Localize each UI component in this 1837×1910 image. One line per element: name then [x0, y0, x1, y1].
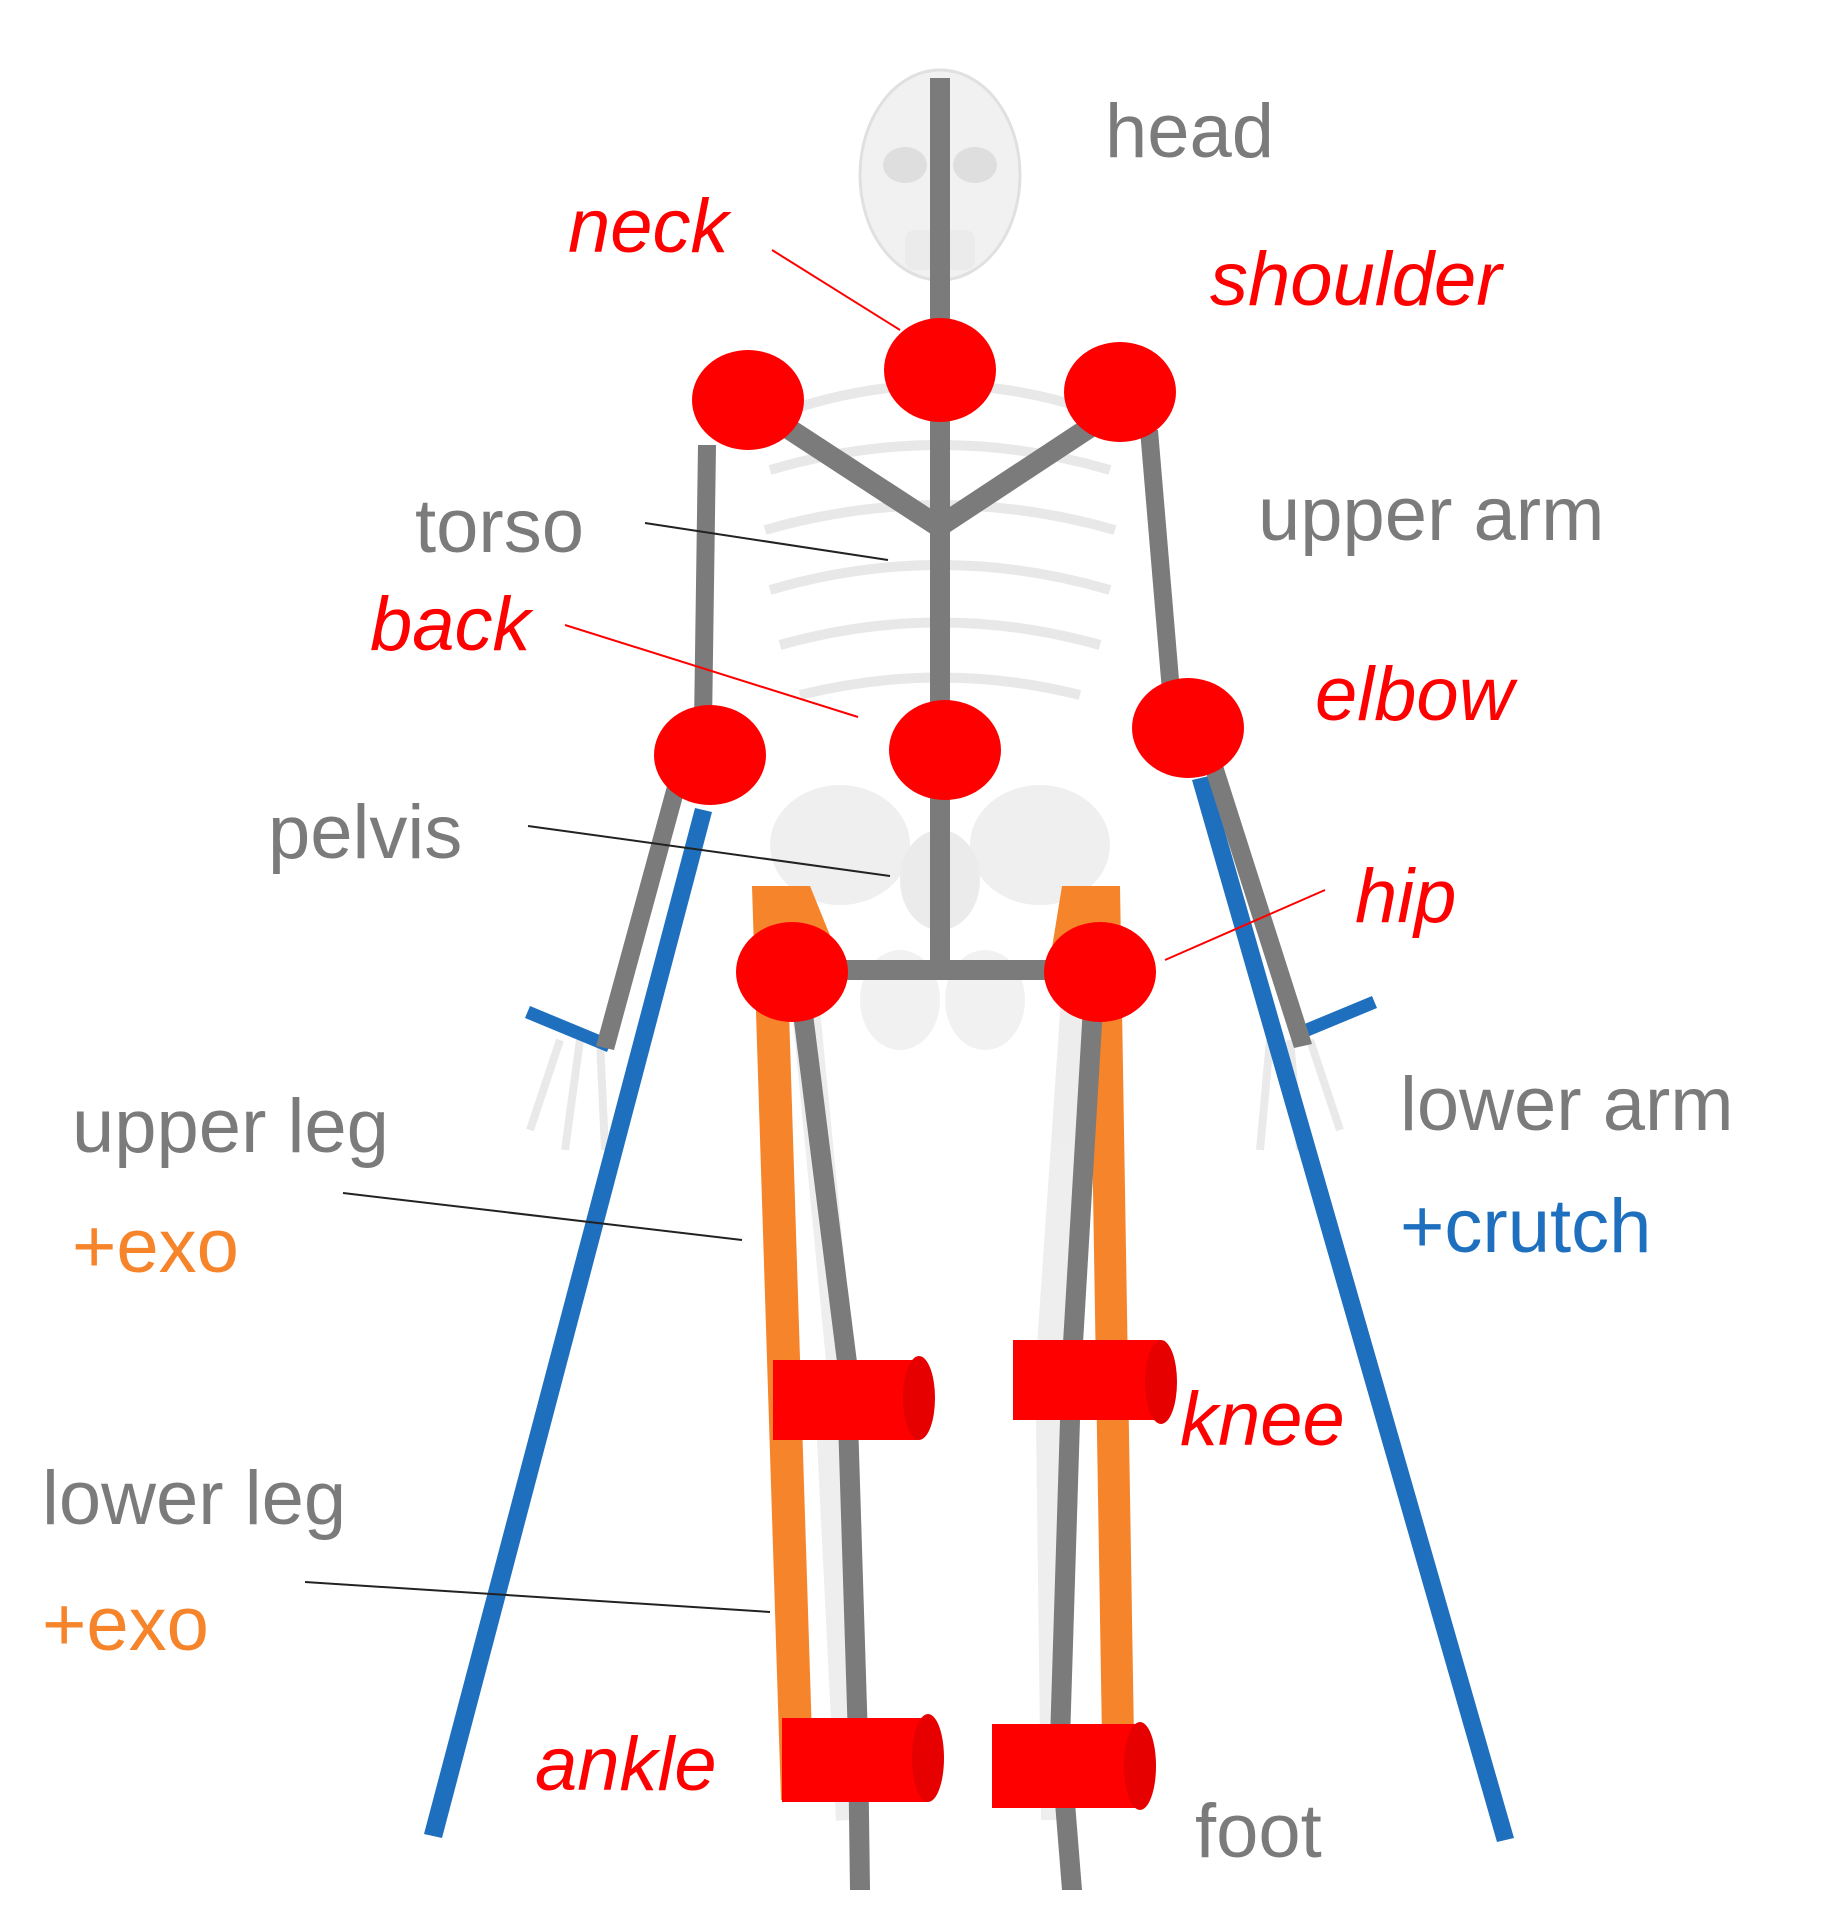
shoulder-label: shoulder: [1210, 237, 1504, 322]
knee-joint-right: [1013, 1340, 1177, 1424]
neck-label: neck: [568, 184, 733, 269]
hip-joint-left: [736, 922, 848, 1022]
upper-leg-leader: [342, 1192, 743, 1241]
foot-label: foot: [1195, 1789, 1322, 1874]
model-segments: [596, 78, 1312, 1890]
pelvis-leader: [527, 825, 891, 877]
hand-bones: [526, 1038, 1344, 1151]
clavicle-left: [756, 404, 948, 536]
upper-leg-left: [790, 990, 858, 1370]
labels: head neck shoulder torso upper arm back …: [42, 89, 1734, 1874]
shoulder-joint-left: [692, 350, 804, 450]
hip-label: hip: [1355, 854, 1456, 939]
upper-arm-left: [694, 445, 716, 725]
back-leader: [564, 624, 859, 718]
upper-arm-right: [1140, 430, 1182, 715]
upper-leg-right: [1062, 990, 1104, 1360]
crutch-label: +crutch: [1400, 1184, 1651, 1269]
neck-leader: [771, 249, 901, 331]
upper-arm-label: upper arm: [1258, 472, 1604, 557]
joints: [654, 318, 1244, 1022]
lower-leg-leader: [304, 1581, 771, 1613]
elbow-joint-left: [654, 705, 766, 805]
ankle-joint-left: [782, 1714, 944, 1802]
hip-leader: [1164, 889, 1326, 961]
back-joint: [889, 700, 1001, 800]
elbow-joint-right: [1132, 678, 1244, 778]
exo-upper-label: +exo: [72, 1204, 239, 1289]
lower-leg-right: [1050, 1420, 1080, 1740]
knee-joint-left: [773, 1356, 935, 1440]
hip-joint-right: [1044, 922, 1156, 1022]
lower-arm-label: lower arm: [1400, 1062, 1734, 1147]
spine-segment: [930, 340, 950, 960]
crutch-right: [1192, 776, 1514, 1842]
exo-lower-label: +exo: [42, 1582, 209, 1667]
lower-leg-label: lower leg: [42, 1456, 346, 1541]
ankle-joint-right: [992, 1722, 1156, 1810]
head-segment: [930, 78, 950, 348]
knee-label: knee: [1180, 1377, 1345, 1462]
pelvis-label: pelvis: [268, 790, 462, 875]
elbow-label: elbow: [1315, 652, 1518, 737]
lower-arm-right: [1202, 756, 1312, 1048]
clavicle-right: [930, 404, 1120, 536]
torso-leader: [644, 522, 889, 561]
neck-joint: [884, 318, 996, 422]
leader-lines: [304, 249, 1326, 1613]
upper-leg-label: upper leg: [72, 1084, 389, 1169]
back-label: back: [370, 582, 535, 667]
lower-leg-left: [838, 1420, 868, 1740]
lower-arm-left: [596, 775, 688, 1050]
head-label: head: [1105, 89, 1274, 174]
pelvis-segment: [790, 960, 1090, 980]
crutch-left: [424, 808, 712, 1838]
torso-label: torso: [415, 484, 584, 569]
ankle-label: ankle: [535, 1722, 717, 1807]
shoulder-joint-right: [1064, 342, 1176, 442]
